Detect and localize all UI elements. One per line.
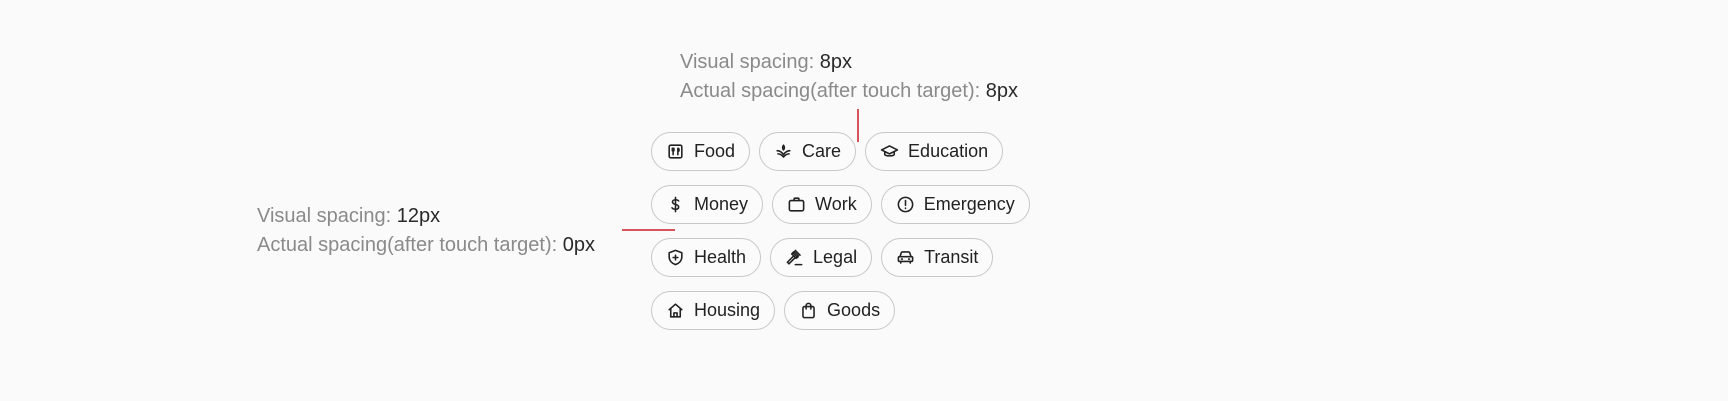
visual-spacing-line: Visual spacing: 8px [680,48,1018,77]
actual-spacing-label: Actual spacing(after touch target): [257,234,563,256]
chip-legal[interactable]: Legal [770,238,873,277]
visual-spacing-label: Visual spacing: [257,205,397,227]
chip-row: Housing Goods [651,291,1030,330]
actual-spacing-value: 8px [985,80,1018,102]
horizontal-spacing-marker [622,229,675,231]
dollar-icon [671,196,680,213]
chip-goods[interactable]: Goods [784,291,896,330]
visual-spacing-line: Visual spacing: 12px [257,202,595,231]
chip-education[interactable]: Education [865,132,1004,171]
chip-row: Food Care Education [651,132,1030,171]
chip-label: Education [908,141,989,161]
chip-emergency[interactable]: Emergency [880,185,1030,224]
chip-label: Care [802,141,842,161]
chip-row: Money Work Emergency [651,185,1030,224]
chip-row: Health Legal Transit [651,238,1030,277]
chip-label: Emergency [923,194,1015,214]
chip-label: Work [815,194,857,214]
visual-spacing-value: 12px [396,205,441,227]
chip-label: Legal [813,247,858,267]
care-icon [776,144,791,158]
vertical-spacing-marker [857,109,859,142]
chip-housing[interactable]: Housing [651,291,776,330]
chip-label: Housing [694,300,761,320]
chip-label: Goods [827,300,881,320]
briefcase-icon [788,197,805,212]
chip-care[interactable]: Care [759,132,857,171]
spacing-annotation-left: Visual spacing: 12px Actual spacing(afte… [257,202,595,260]
spacing-annotation-top: Visual spacing: 8px Actual spacing(after… [680,48,1018,106]
category-chip-grid: Food Care Education Money Work Eme [651,132,1030,344]
chip-label: Money [694,194,749,214]
actual-spacing-line: Actual spacing(after touch target): 0px [257,231,595,260]
actual-spacing-value: 0px [562,234,595,256]
food-icon [668,144,683,159]
actual-spacing-label: Actual spacing(after touch target): [680,80,986,102]
chip-food[interactable]: Food [651,132,751,171]
gavel-icon [786,249,803,266]
car-icon [897,251,914,264]
home-icon [668,303,683,318]
chip-money[interactable]: Money [651,185,764,224]
alert-circle-icon [897,196,914,213]
chip-work[interactable]: Work [772,185,872,224]
chip-label: Health [694,247,747,267]
education-icon [880,145,899,157]
visual-spacing-label: Visual spacing: [680,51,820,73]
chip-health[interactable]: Health [651,238,762,277]
chip-label: Food [694,141,736,161]
chip-label: Transit [924,247,979,267]
visual-spacing-value: 8px [819,51,852,73]
shield-plus-icon [668,249,683,266]
chip-transit[interactable]: Transit [881,238,994,277]
actual-spacing-line: Actual spacing(after touch target): 8px [680,77,1018,106]
shopping-bag-icon [802,302,815,319]
